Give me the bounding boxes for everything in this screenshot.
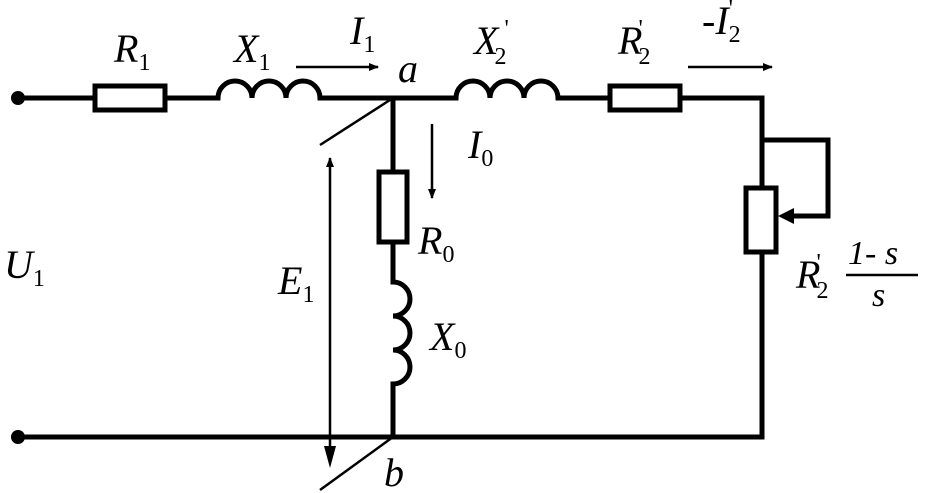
label-r2: R2' <box>617 16 650 70</box>
label-node-a: a <box>398 46 418 91</box>
tick-node-a <box>319 96 394 147</box>
load-wiper <box>759 137 831 219</box>
label-e1: E1 <box>277 258 314 308</box>
label-node-b: b <box>384 450 404 493</box>
label-load-denominator: s <box>872 277 885 314</box>
label-r1: R1 <box>113 26 150 76</box>
label-x1: X1 <box>232 26 270 76</box>
inductor-x2 <box>453 78 561 101</box>
terminal-bottom <box>11 430 25 444</box>
arrow-e1-bottom-head <box>324 446 336 468</box>
label-i1: I1 <box>349 8 375 58</box>
resistor-r1 <box>92 83 168 113</box>
inductor-x1 <box>215 78 323 101</box>
label-load-numerator: 1- s <box>848 235 898 272</box>
terminal-top <box>11 91 25 105</box>
label-i0: I0 <box>467 122 493 172</box>
tick-node-b <box>319 435 394 492</box>
resistor-r0 <box>376 169 410 245</box>
label-u1: U1 <box>4 242 45 292</box>
label-r0: R0 <box>417 218 454 268</box>
label-i2: -I2' <box>702 0 741 48</box>
inductor-x0 <box>390 279 413 387</box>
label-x0: X0 <box>428 314 466 364</box>
resistor-r2 <box>607 83 683 113</box>
label-x2: X2' <box>472 16 509 70</box>
load-wiper-arrowhead <box>778 208 794 224</box>
resistor-load <box>743 185 779 255</box>
label-load: R2' <box>795 250 828 304</box>
